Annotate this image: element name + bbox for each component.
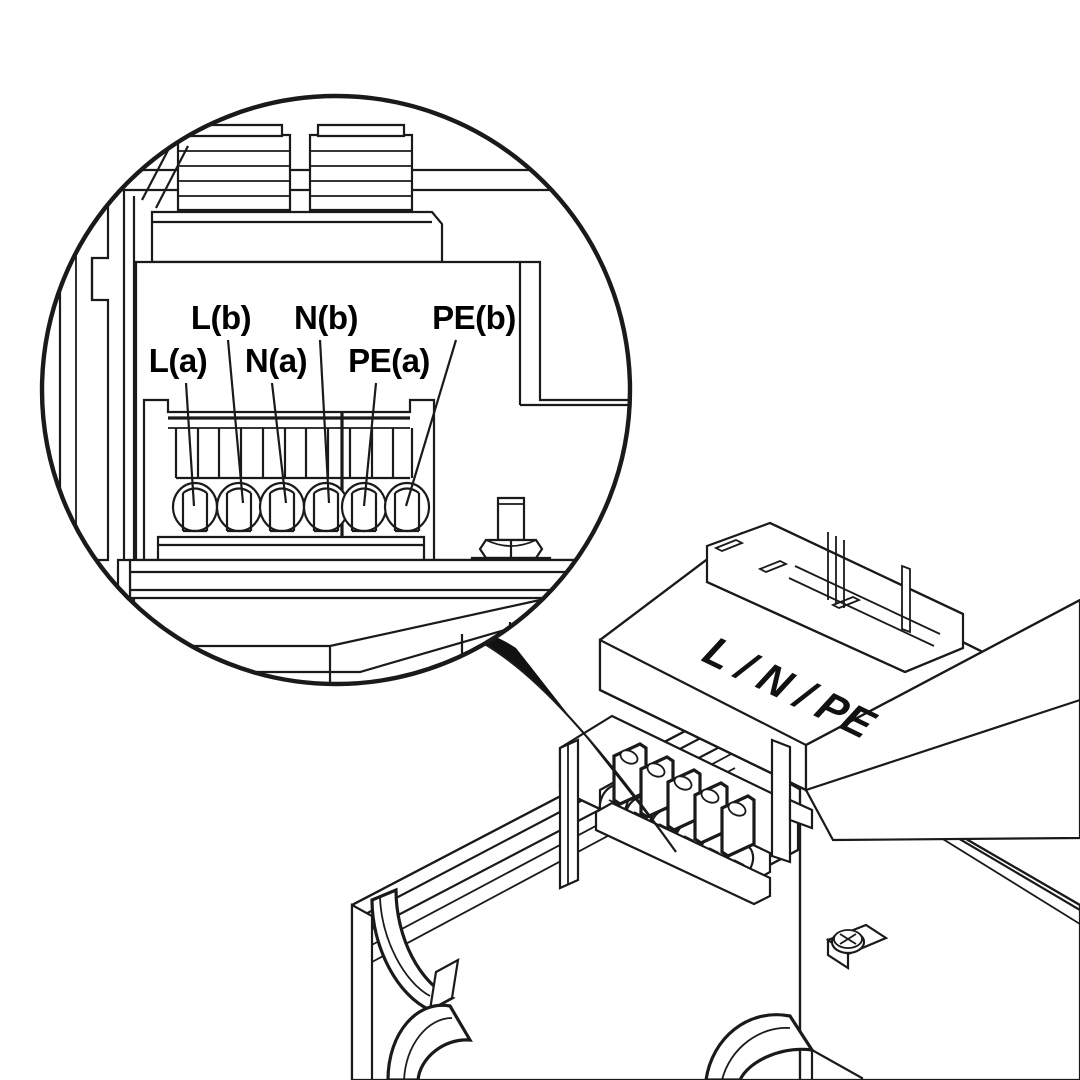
cable-gland xyxy=(370,887,460,1013)
terminal-openings-detail xyxy=(171,481,431,533)
cable-gland-group xyxy=(370,887,864,1080)
magnifier-outline xyxy=(39,93,633,687)
cable-gland xyxy=(386,1003,473,1080)
module-cover xyxy=(150,210,444,264)
terminal-block-detail xyxy=(142,398,436,562)
leader-La xyxy=(184,382,196,507)
terminal-cells xyxy=(174,412,414,545)
leader-Nb xyxy=(318,339,331,504)
label-PEb: PE(b) xyxy=(432,299,516,336)
cable-gland xyxy=(704,1013,864,1080)
ribbed-connector-right xyxy=(308,123,414,212)
terminal-opening xyxy=(340,481,388,533)
device-assembly: L / N / PE xyxy=(350,521,1080,1080)
leader-PEb xyxy=(404,339,458,507)
leader-lines xyxy=(184,339,458,507)
mounting-screw-tab xyxy=(825,923,889,971)
enclosure-divider xyxy=(558,738,580,890)
leader-Lb xyxy=(226,339,245,504)
module-rear-connector xyxy=(705,521,965,674)
label-Na: N(a) xyxy=(245,342,307,379)
terminal-labels: L(a) L(b) N(a) N(b) PE(a) PE(b) xyxy=(149,299,517,379)
label-Nb: N(b) xyxy=(294,299,358,336)
detail-magnifier xyxy=(39,93,633,687)
terminal-opening xyxy=(383,481,431,533)
chassis-rails xyxy=(116,558,630,600)
label-Lb: L(b) xyxy=(191,299,251,336)
label-PEa: PE(a) xyxy=(348,342,430,379)
terminal-screw-row xyxy=(612,742,756,858)
leader-PEa xyxy=(362,382,378,507)
leader-Na xyxy=(270,382,288,504)
magnified-content xyxy=(42,96,630,684)
terminal-opening xyxy=(258,481,306,533)
terminal-opening xyxy=(171,481,219,533)
ribbed-connector-left xyxy=(176,123,292,212)
terminal-opening xyxy=(215,481,263,533)
enclosure-left-wall xyxy=(350,903,374,1080)
label-La: L(a) xyxy=(149,342,208,379)
